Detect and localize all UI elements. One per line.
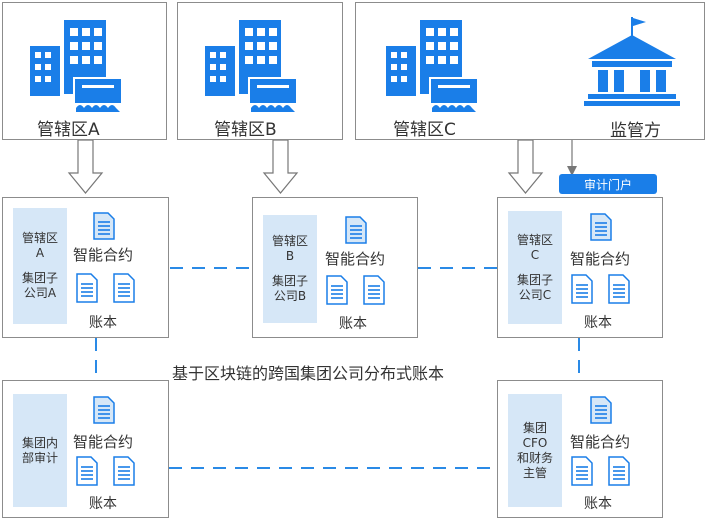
ledger-doc-icon — [363, 275, 385, 305]
node-c-contract-label: 智能合约 — [570, 250, 631, 268]
ledger-doc-icon — [608, 456, 630, 486]
smart-contract-doc-icon — [590, 396, 612, 424]
node-cfo-contract-label: 智能合约 — [570, 433, 631, 451]
building-icon — [30, 20, 123, 112]
ledger-doc-icon — [608, 274, 630, 304]
node-audit-box: 集团内部审计 智能合约 账本 — [2, 380, 169, 518]
ledger-doc-icon — [571, 456, 593, 486]
diagram-title: 基于区块链的跨国集团公司分布式账本 — [172, 364, 445, 383]
ledger-doc-icon — [571, 274, 593, 304]
node-b-ledger-label: 账本 — [339, 316, 367, 332]
ledger-doc-icon — [113, 456, 135, 486]
smart-contract-doc-icon — [590, 213, 612, 241]
region-c-label: 管辖区C — [393, 120, 456, 140]
node-b-contract-label: 智能合约 — [325, 250, 386, 268]
node-audit-contract-label: 智能合约 — [73, 433, 134, 451]
building-icon — [386, 20, 479, 112]
ledger-doc-icon — [76, 273, 98, 303]
audit-portal-label: 审计门户 — [583, 177, 632, 192]
arrow-a-down — [67, 139, 104, 194]
government-building-icon — [584, 17, 680, 106]
ledger-doc-icon — [76, 456, 98, 486]
node-audit-ledger-label: 账本 — [89, 496, 117, 512]
regulator-arrowhead — [567, 166, 577, 176]
ledger-doc-icon — [113, 273, 135, 303]
smart-contract-doc-icon — [93, 212, 115, 240]
arrow-c-down — [507, 139, 544, 194]
arrow-b-down — [262, 139, 299, 194]
smart-contract-doc-icon — [93, 396, 115, 424]
ledger-doc-icon — [326, 275, 348, 305]
region-a-box: 管辖区A — [2, 2, 167, 140]
node-a-ledger-label: 账本 — [89, 315, 117, 331]
smart-contract-doc-icon — [345, 216, 367, 244]
node-cfo-ledger-label: 账本 — [584, 496, 612, 512]
region-c-box: 管辖区C 监管方 — [355, 2, 705, 141]
node-a-contract-label: 智能合约 — [73, 246, 134, 264]
regulator-label: 监管方 — [610, 121, 661, 141]
audit-portal-badge[interactable]: 审计门户 — [559, 174, 657, 194]
node-audit-panel: 集团内部审计 — [13, 394, 67, 507]
building-icon — [205, 20, 298, 112]
region-b-box: 管辖区B — [177, 2, 343, 140]
node-c-ledger-label: 账本 — [584, 315, 612, 331]
region-b-label: 管辖区B — [214, 120, 277, 140]
region-a-label: 管辖区A — [37, 120, 100, 140]
